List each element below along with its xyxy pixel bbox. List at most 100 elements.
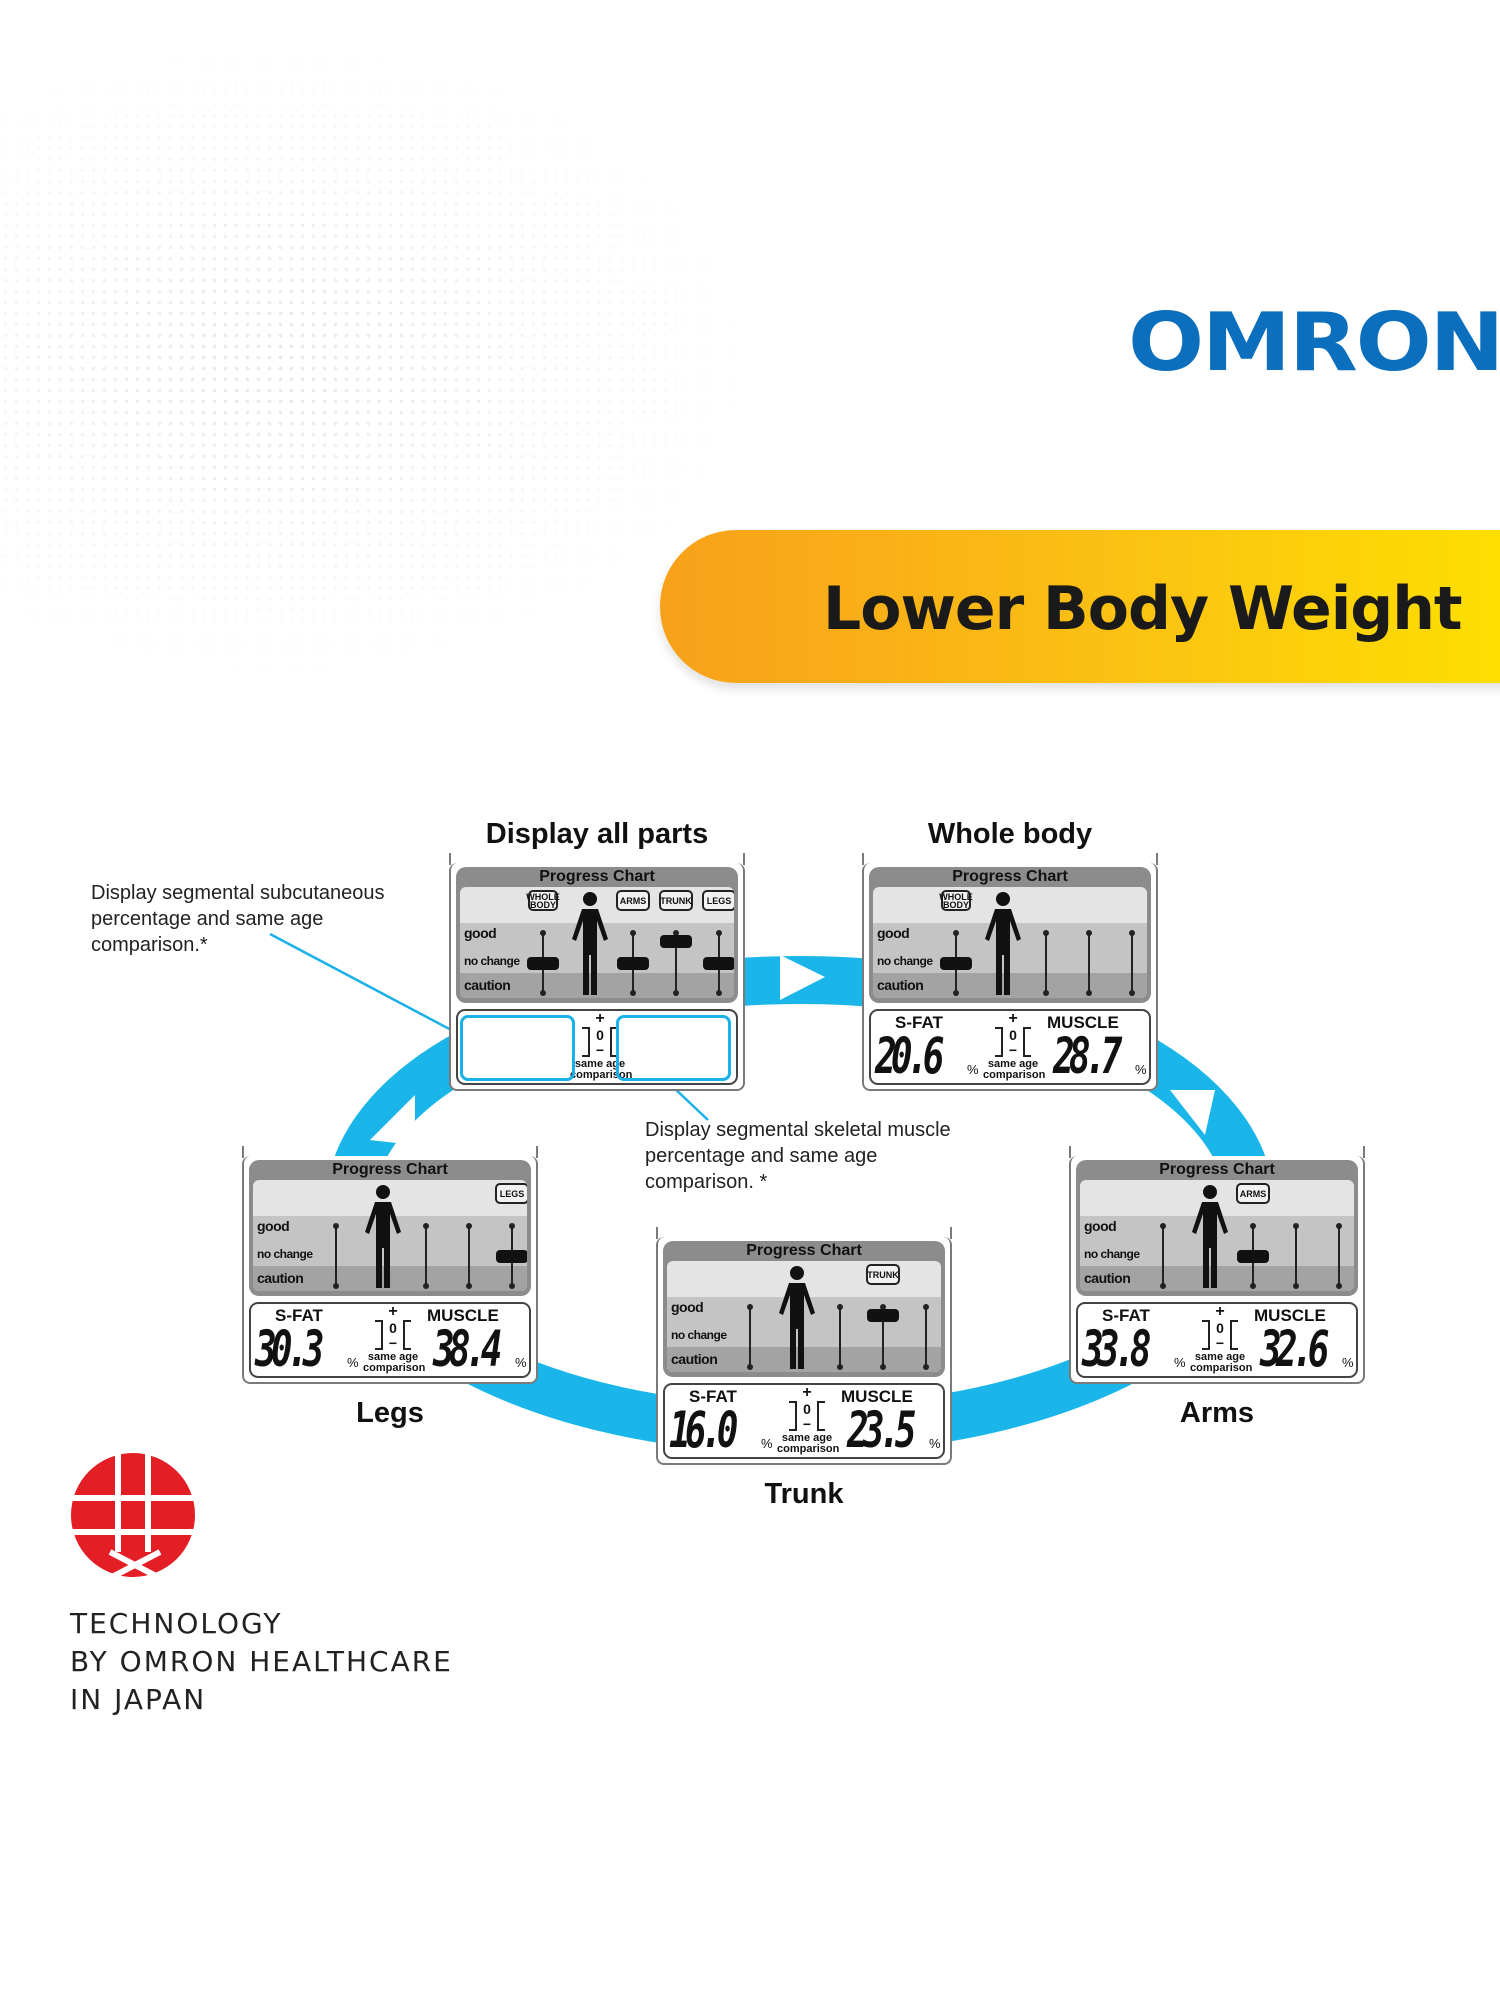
muscle-unit: % bbox=[1135, 1062, 1147, 1077]
no-change-label: no change bbox=[877, 954, 933, 968]
title-banner: Lower Body Weight bbox=[660, 530, 1500, 683]
no-change-label: no change bbox=[464, 954, 520, 968]
indicator-marker bbox=[1237, 1250, 1269, 1263]
indicator-column bbox=[1129, 930, 1135, 996]
body-figure-icon bbox=[983, 891, 1023, 998]
minus-sign: − bbox=[1008, 1042, 1018, 1058]
muscle-unit: % bbox=[929, 1436, 941, 1451]
panel-title: Whole body bbox=[927, 818, 1093, 850]
segment-tag: ARMS bbox=[1236, 1183, 1270, 1204]
s-fat-label: S-FAT bbox=[689, 1387, 737, 1406]
indicator-column bbox=[1160, 1223, 1166, 1289]
comparison-text: comparison bbox=[777, 1443, 840, 1455]
s-fat-value: 30.3 bbox=[255, 1320, 324, 1378]
comparison-text: comparison bbox=[570, 1069, 633, 1081]
s-fat-value: 16.0 bbox=[669, 1401, 738, 1459]
indicator-marker bbox=[660, 935, 692, 949]
plus-sign: + bbox=[595, 1010, 605, 1027]
s-fat-label: S-FAT bbox=[275, 1306, 323, 1325]
s-fat-value: 20.6 bbox=[875, 1027, 944, 1085]
muscle-label: MUSCLE bbox=[1047, 1013, 1119, 1032]
indicator-marker bbox=[703, 957, 734, 970]
progress-chart-title: Progress Chart bbox=[1159, 1161, 1275, 1178]
indicator-column bbox=[466, 1223, 472, 1289]
minus-sign: − bbox=[595, 1042, 605, 1058]
s-fat-unit: % bbox=[967, 1062, 979, 1077]
panel-arms: Progress Chart good no change caution ARMS +0… bbox=[1069, 1146, 1365, 1384]
arrow-down-right-icon bbox=[1170, 1090, 1215, 1135]
indicator-column bbox=[1043, 930, 1049, 996]
good-label: good bbox=[464, 925, 497, 941]
no-change-label: no change bbox=[257, 1247, 313, 1261]
segment-tag: TRUNK bbox=[659, 890, 693, 911]
arrow-up-right-icon bbox=[370, 1095, 415, 1145]
technology-line: TECHNOLOGY bbox=[70, 1607, 283, 1640]
s-fat-unit: % bbox=[1174, 1355, 1186, 1370]
s-fat-highlight-box bbox=[460, 1015, 575, 1081]
japan-technology-seal-icon bbox=[70, 1452, 196, 1578]
s-fat-label: S-FAT bbox=[1102, 1306, 1150, 1325]
segment-tag: ARMS bbox=[616, 890, 650, 911]
indicator-column bbox=[423, 1223, 429, 1289]
arrow-left-icon bbox=[570, 1315, 615, 1365]
note-skeletal-muscle: Display segmental skeletal muscle percen… bbox=[645, 1119, 951, 1193]
indicator-column bbox=[527, 930, 559, 996]
scale-bracket bbox=[1023, 1027, 1031, 1057]
arrow-right-icon bbox=[780, 955, 825, 1000]
muscle-label: MUSCLE bbox=[427, 1306, 499, 1325]
note-subcutaneous: Display segmental subcutaneous percentag… bbox=[91, 882, 385, 956]
muscle-label: MUSCLE bbox=[1254, 1306, 1326, 1325]
caution-label: caution bbox=[877, 977, 924, 993]
zero-mark: 0 bbox=[596, 1027, 604, 1043]
no-change-label: no change bbox=[1084, 1247, 1140, 1261]
segment-tag: LEGS bbox=[702, 890, 734, 911]
indicator-column bbox=[867, 1304, 899, 1370]
scale-bracket bbox=[403, 1320, 411, 1350]
indicator-column bbox=[923, 1304, 929, 1370]
good-label: good bbox=[877, 925, 910, 941]
technology-line: IN JAPAN bbox=[70, 1683, 207, 1716]
segment-tag: WHOLE BODY bbox=[939, 890, 973, 911]
muscle-value: 38.4 bbox=[433, 1320, 502, 1378]
minus-sign: − bbox=[1215, 1335, 1225, 1351]
muscle-value: 32.6 bbox=[1260, 1320, 1329, 1378]
indicator-column bbox=[1086, 930, 1092, 996]
indicator-marker bbox=[940, 957, 972, 970]
indicator-marker bbox=[527, 957, 559, 970]
plus-sign: + bbox=[1008, 1010, 1018, 1027]
indicator-column bbox=[496, 1223, 527, 1289]
body-figure-icon bbox=[777, 1265, 817, 1372]
body-figure-icon bbox=[570, 891, 610, 998]
caution-label: caution bbox=[1084, 1270, 1131, 1286]
arrow-left-icon bbox=[985, 1315, 1030, 1360]
muscle-value: 28.7 bbox=[1053, 1027, 1122, 1085]
indicator-marker bbox=[617, 957, 649, 970]
omron-logo: OMRON bbox=[1128, 296, 1500, 389]
body-figure-icon bbox=[363, 1184, 403, 1291]
zero-mark: 0 bbox=[1216, 1320, 1224, 1336]
s-fat-unit: % bbox=[347, 1355, 359, 1370]
body-figure-icon bbox=[1190, 1184, 1230, 1291]
indicator-column bbox=[660, 930, 692, 996]
good-label: good bbox=[1084, 1218, 1117, 1234]
s-fat-unit: % bbox=[761, 1436, 773, 1451]
progress-chart-title: Progress Chart bbox=[332, 1161, 448, 1178]
technology-text: TECHNOLOGY BY OMRON HEALTHCARE IN JAPAN bbox=[70, 1605, 453, 1719]
panel-title: Legs bbox=[356, 1397, 424, 1429]
minus-sign: − bbox=[802, 1416, 812, 1432]
scale-bracket bbox=[1202, 1320, 1210, 1350]
